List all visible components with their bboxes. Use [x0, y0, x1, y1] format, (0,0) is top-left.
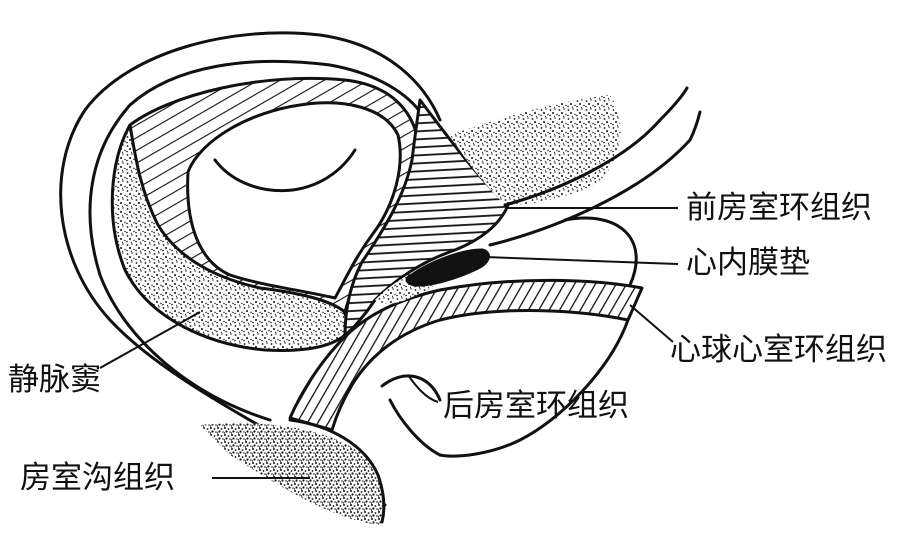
leader-sinus-venosus — [99, 311, 201, 369]
label-av-sulcus: 房室沟组织 — [20, 460, 175, 496]
label-anterior-av-ring: 前房室环组织 — [686, 190, 872, 226]
bulboventricular-band — [288, 278, 644, 432]
label-posterior-av-ring: 后房室环组织 — [443, 388, 629, 424]
posterior-ring-curve — [380, 374, 442, 402]
label-endocardial-cushion: 心内膜垫 — [686, 245, 810, 281]
leader-bulboventricular — [629, 304, 674, 343]
posterior-ring-curve-2 — [388, 398, 442, 457]
atrial-chamber — [186, 101, 402, 300]
ventricle-bulge — [563, 216, 638, 287]
endocardial-cushion — [405, 248, 490, 287]
outer-heart-wall — [59, 31, 442, 507]
outflow-vessel-lower — [488, 110, 702, 247]
av-sulcus-stipple — [200, 423, 385, 525]
inner-heart-wall — [88, 59, 427, 422]
outflow-vessel-upper — [503, 86, 689, 207]
ventricle-outline — [438, 318, 630, 458]
valve-cusp — [213, 148, 357, 193]
label-sinus-venosus: 静脉窦 — [8, 362, 101, 398]
label-bulboventricular-ring: 心球心室环组织 — [670, 332, 887, 368]
leader-posterior-av-ring — [407, 374, 439, 403]
leader-endocardial-cushion — [484, 256, 679, 265]
